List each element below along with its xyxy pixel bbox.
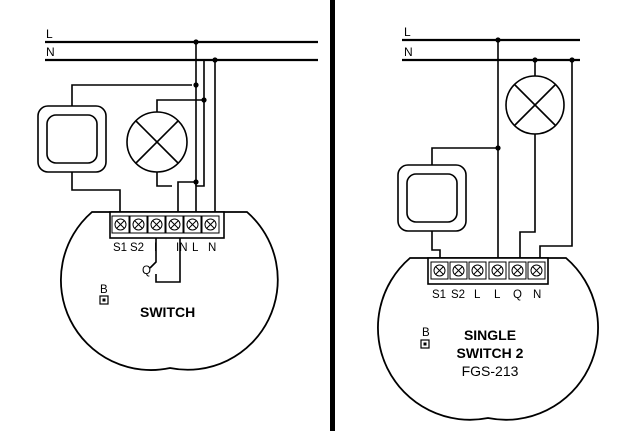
terminal-label: S2 [130, 242, 144, 254]
switch-icon [397, 164, 467, 232]
terminal-label: S1 [432, 289, 446, 301]
b-button-icon [99, 295, 109, 305]
b-button-icon [420, 339, 430, 349]
junction-dot [532, 57, 538, 63]
terminal-screw-icon [147, 215, 166, 234]
left-module-title: SWITCH [140, 304, 195, 320]
terminal-screw-icon [183, 215, 202, 234]
terminal-screw-icon [129, 215, 148, 234]
internal-relay-contact [149, 238, 181, 283]
junction-dot [495, 145, 501, 151]
q-label: Q [142, 265, 151, 277]
left-line-l-label: L [46, 27, 53, 41]
junction-dot [212, 57, 218, 63]
terminal-label: N [533, 289, 541, 301]
junction-dot [201, 97, 207, 103]
junction-dot [495, 37, 501, 43]
right-diagram: L N [377, 25, 599, 421]
terminal-label: L [494, 289, 501, 301]
junction-dot [569, 57, 575, 63]
junction-dot [193, 39, 199, 45]
left-module-body [60, 211, 279, 371]
terminal-label: S1 [113, 242, 127, 254]
right-module-model: FGS-213 [462, 363, 519, 379]
left-diagram: L N [37, 27, 318, 371]
terminal-screw-icon [449, 261, 468, 280]
terminal-screw-icon [201, 215, 220, 234]
b-button-label: B [422, 327, 430, 339]
right-terminals [430, 261, 546, 280]
right-module-body [377, 257, 599, 421]
right-line-n-label: N [404, 45, 413, 59]
terminal-screw-icon [468, 261, 487, 280]
terminal-label: N [208, 242, 216, 254]
right-line-l-label: L [404, 25, 411, 39]
right-module-title-line2: SWITCH 2 [457, 345, 524, 361]
terminal-label: L [192, 242, 199, 254]
terminal-label: L [474, 289, 481, 301]
junction-dot [193, 179, 199, 185]
left-line-n-label: N [46, 45, 55, 59]
terminal-screw-icon [430, 261, 449, 280]
lamp-icon [505, 75, 565, 135]
terminal-screw-icon [165, 215, 184, 234]
left-terminals [111, 215, 220, 234]
right-module-title-line1: SINGLE [464, 327, 516, 343]
lamp-icon [126, 111, 188, 173]
b-button-label: B [100, 284, 108, 296]
terminal-screw-icon [508, 261, 527, 280]
terminal-label: IN [176, 242, 188, 254]
terminal-label: Q [513, 289, 522, 301]
junction-dot [193, 82, 199, 88]
terminal-screw-icon [527, 261, 546, 280]
left-wiring [71, 42, 216, 218]
terminal-screw-icon [111, 215, 130, 234]
right-wiring [431, 40, 573, 264]
terminal-screw-icon [488, 261, 507, 280]
divider [330, 0, 335, 431]
terminal-label: S2 [451, 289, 465, 301]
switch-icon [37, 105, 107, 173]
